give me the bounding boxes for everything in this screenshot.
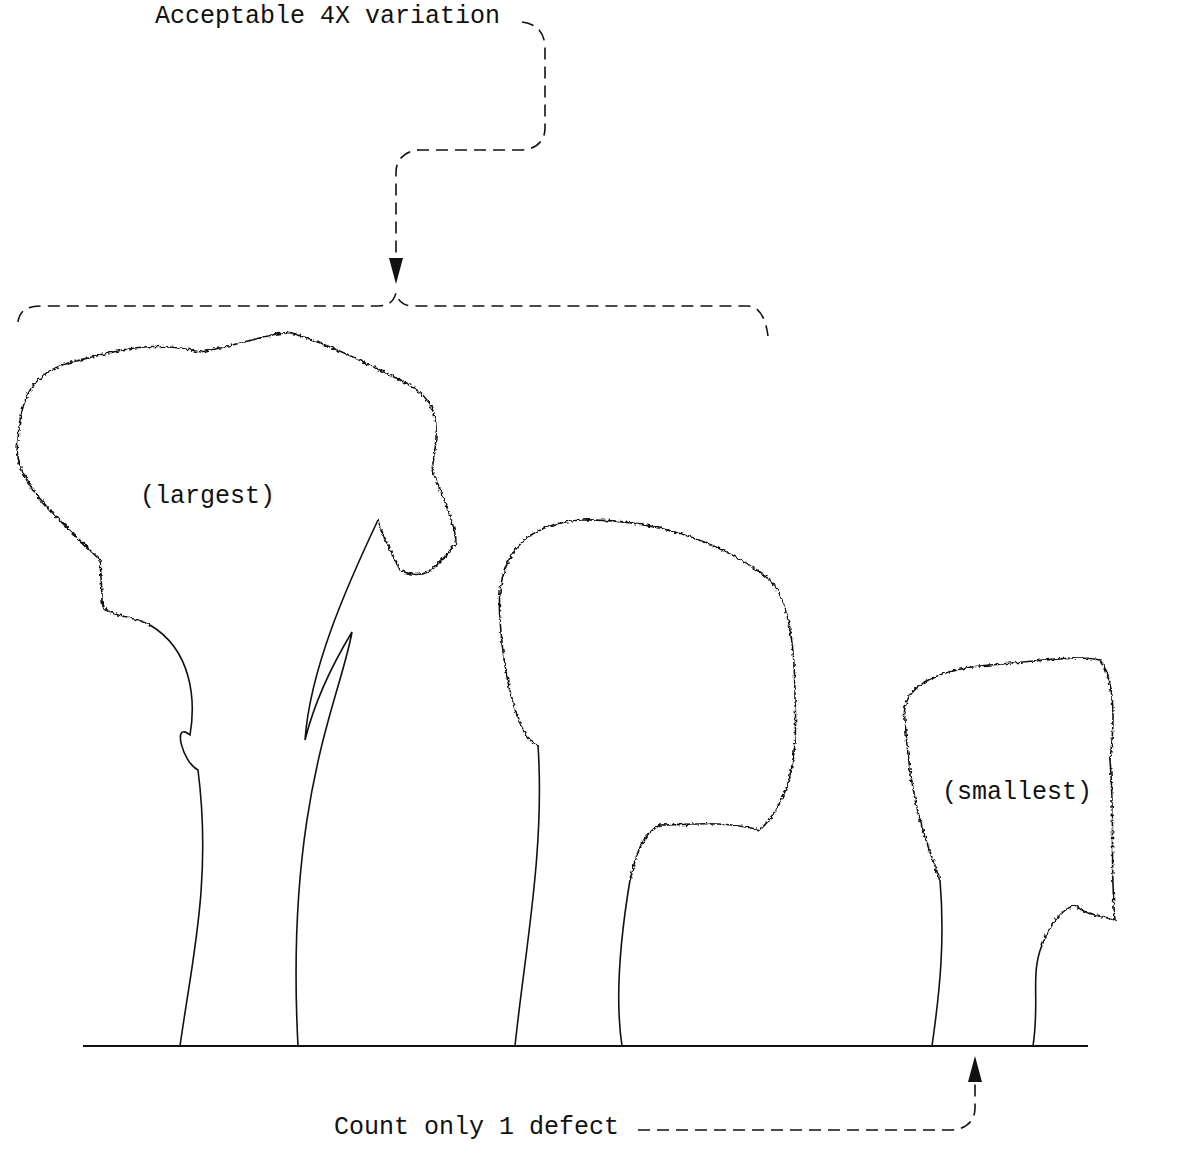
leader-line: [638, 1078, 975, 1130]
size-label: (largest): [140, 482, 275, 512]
middle-defect: [499, 520, 795, 1046]
size-label: (smallest): [942, 778, 1092, 808]
arrowhead: [389, 258, 403, 284]
leader-line: [396, 22, 545, 262]
annotation-note: Count only 1 defect: [334, 1113, 619, 1143]
smallest-defect: [904, 658, 1115, 1046]
dashed-bracket: [18, 293, 768, 336]
arrowhead: [968, 1056, 982, 1082]
base-line: [83, 1045, 1088, 1047]
largest-defect: [17, 333, 456, 1046]
annotation-note: Acceptable 4X variation: [155, 2, 500, 32]
